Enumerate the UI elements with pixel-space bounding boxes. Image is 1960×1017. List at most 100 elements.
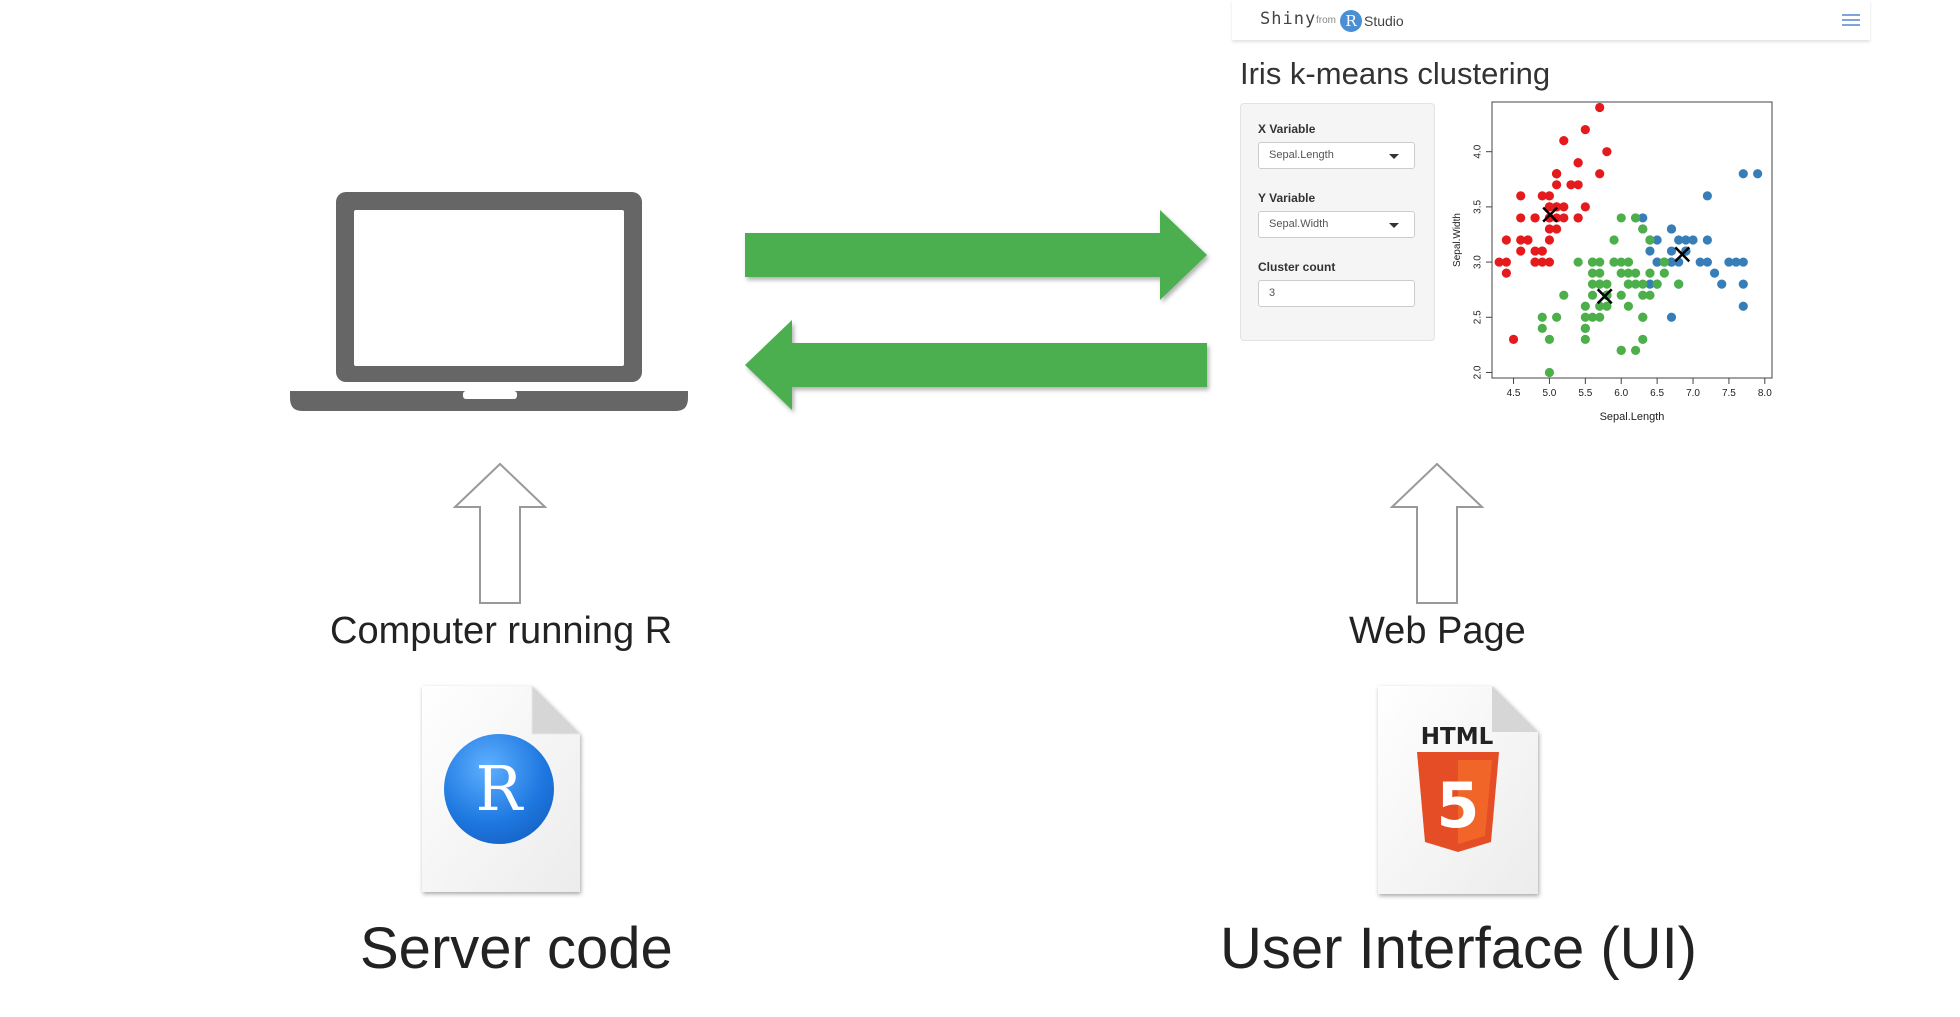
rstudio-r-icon: R (1340, 10, 1362, 32)
shiny-brand: Shiny (1260, 9, 1317, 29)
x-tick-label: 6.0 (1614, 388, 1628, 399)
r-logo-icon: R (444, 734, 554, 844)
data-point-cluster-2 (1681, 235, 1691, 245)
data-point-cluster-2 (1702, 257, 1712, 267)
data-point-cluster-3 (1544, 334, 1555, 344)
data-point-cluster-1 (1501, 235, 1511, 245)
data-point-cluster-3 (1616, 257, 1626, 267)
data-point-cluster-2 (1666, 224, 1677, 234)
data-point-cluster-3 (1630, 268, 1641, 278)
data-point-cluster-1 (1573, 180, 1583, 190)
data-point-cluster-2 (1666, 246, 1677, 256)
data-point-cluster-1 (1552, 224, 1562, 234)
webpage-label: Web Page (1349, 610, 1526, 652)
html5-file-icon: HTML 5 (1378, 686, 1538, 894)
data-point-cluster-1 (1602, 147, 1612, 157)
data-point-cluster-2 (1731, 257, 1741, 267)
data-point-cluster-2 (1666, 257, 1677, 267)
data-point-cluster-2 (1666, 312, 1677, 322)
data-point-cluster-1 (1537, 191, 1547, 201)
data-point-cluster-1 (1494, 257, 1504, 267)
y-tick-label: 2.0 (1473, 365, 1484, 379)
data-point-cluster-3 (1595, 268, 1605, 278)
caret-down-icon (1389, 154, 1399, 159)
arrow-up-outline-icon (1390, 462, 1484, 604)
data-point-cluster-3 (1674, 279, 1684, 289)
data-point-cluster-2 (1645, 246, 1655, 256)
app-title: Iris k-means clustering (1240, 56, 1551, 91)
data-point-cluster-2 (1695, 257, 1705, 267)
cluster-count-input[interactable]: 3 (1258, 280, 1415, 307)
html5-digit: 5 (1436, 769, 1479, 842)
data-point-cluster-3 (1616, 213, 1626, 223)
data-point-cluster-3 (1630, 279, 1641, 289)
x-tick-label: 8.0 (1758, 388, 1772, 399)
data-point-cluster-3 (1595, 301, 1605, 311)
data-point-cluster-1 (1530, 246, 1540, 256)
data-point-cluster-1 (1559, 136, 1569, 146)
data-point-cluster-2 (1753, 169, 1763, 179)
data-point-cluster-1 (1544, 202, 1555, 212)
data-point-cluster-2 (1702, 235, 1712, 245)
data-point-cluster-2 (1724, 257, 1734, 267)
data-point-cluster-3 (1638, 312, 1648, 322)
navbar: Shiny from R Studio (1232, 0, 1870, 40)
data-point-cluster-3 (1602, 279, 1612, 289)
data-point-cluster-3 (1537, 323, 1547, 333)
data-point-cluster-3 (1580, 301, 1590, 311)
data-point-cluster-3 (1587, 268, 1598, 278)
data-point-cluster-2 (1738, 169, 1748, 179)
data-point-cluster-1 (1566, 180, 1576, 190)
data-point-cluster-3 (1587, 290, 1598, 300)
data-point-cluster-3 (1623, 257, 1634, 267)
data-point-cluster-1 (1580, 202, 1590, 212)
cluster-count-label: Cluster count (1258, 260, 1336, 274)
data-point-cluster-3 (1602, 301, 1612, 311)
cluster-center-mark (1542, 206, 1559, 223)
data-point-cluster-3 (1645, 290, 1655, 300)
x-tick-label: 5.0 (1542, 388, 1556, 399)
data-point-cluster-2 (1652, 257, 1662, 267)
data-point-cluster-3 (1645, 268, 1655, 278)
html-badge-text: HTML (1421, 724, 1494, 750)
data-point-cluster-1 (1508, 334, 1519, 344)
data-point-cluster-3 (1616, 345, 1626, 355)
y-variable-select[interactable]: Sepal.Width (1258, 211, 1415, 238)
data-point-cluster-3 (1587, 279, 1598, 289)
data-point-cluster-2 (1702, 191, 1712, 201)
data-point-cluster-1 (1530, 257, 1540, 267)
server-code-label: Server code (360, 916, 673, 981)
data-point-cluster-1 (1595, 169, 1605, 179)
data-point-cluster-3 (1537, 312, 1547, 322)
data-point-cluster-3 (1645, 235, 1655, 245)
data-point-cluster-1 (1523, 235, 1533, 245)
sidebar-panel: X Variable Sepal.Length Y Variable Sepal… (1240, 103, 1435, 341)
data-point-cluster-3 (1616, 290, 1626, 300)
data-point-cluster-3 (1595, 257, 1605, 267)
data-point-cluster-1 (1595, 102, 1605, 113)
x-variable-value: Sepal.Length (1269, 149, 1334, 161)
data-point-cluster-1 (1537, 257, 1547, 267)
cluster-center-mark (1674, 246, 1691, 263)
data-point-cluster-1 (1530, 213, 1540, 223)
x-tick-label: 5.5 (1578, 388, 1592, 399)
data-point-cluster-3 (1580, 312, 1590, 322)
data-point-cluster-3 (1587, 312, 1598, 322)
arrow-up-outline-icon (453, 462, 547, 604)
data-point-cluster-3 (1595, 279, 1605, 289)
data-point-cluster-3 (1580, 323, 1590, 333)
y-tick-label: 2.5 (1473, 310, 1484, 324)
x-axis-label: Sepal.Length (1600, 411, 1665, 423)
x-variable-select[interactable]: Sepal.Length (1258, 142, 1415, 169)
data-point-cluster-3 (1623, 268, 1634, 278)
data-point-cluster-3 (1559, 290, 1569, 300)
data-point-cluster-1 (1544, 235, 1555, 245)
cluster-center-mark (1596, 288, 1613, 305)
hamburger-menu-icon[interactable] (1842, 14, 1860, 26)
data-point-cluster-3 (1587, 257, 1598, 267)
data-point-cluster-1 (1537, 246, 1547, 256)
data-point-cluster-1 (1573, 158, 1583, 168)
y-axis-label: Sepal.Width (1452, 213, 1463, 267)
data-point-cluster-1 (1516, 235, 1526, 245)
